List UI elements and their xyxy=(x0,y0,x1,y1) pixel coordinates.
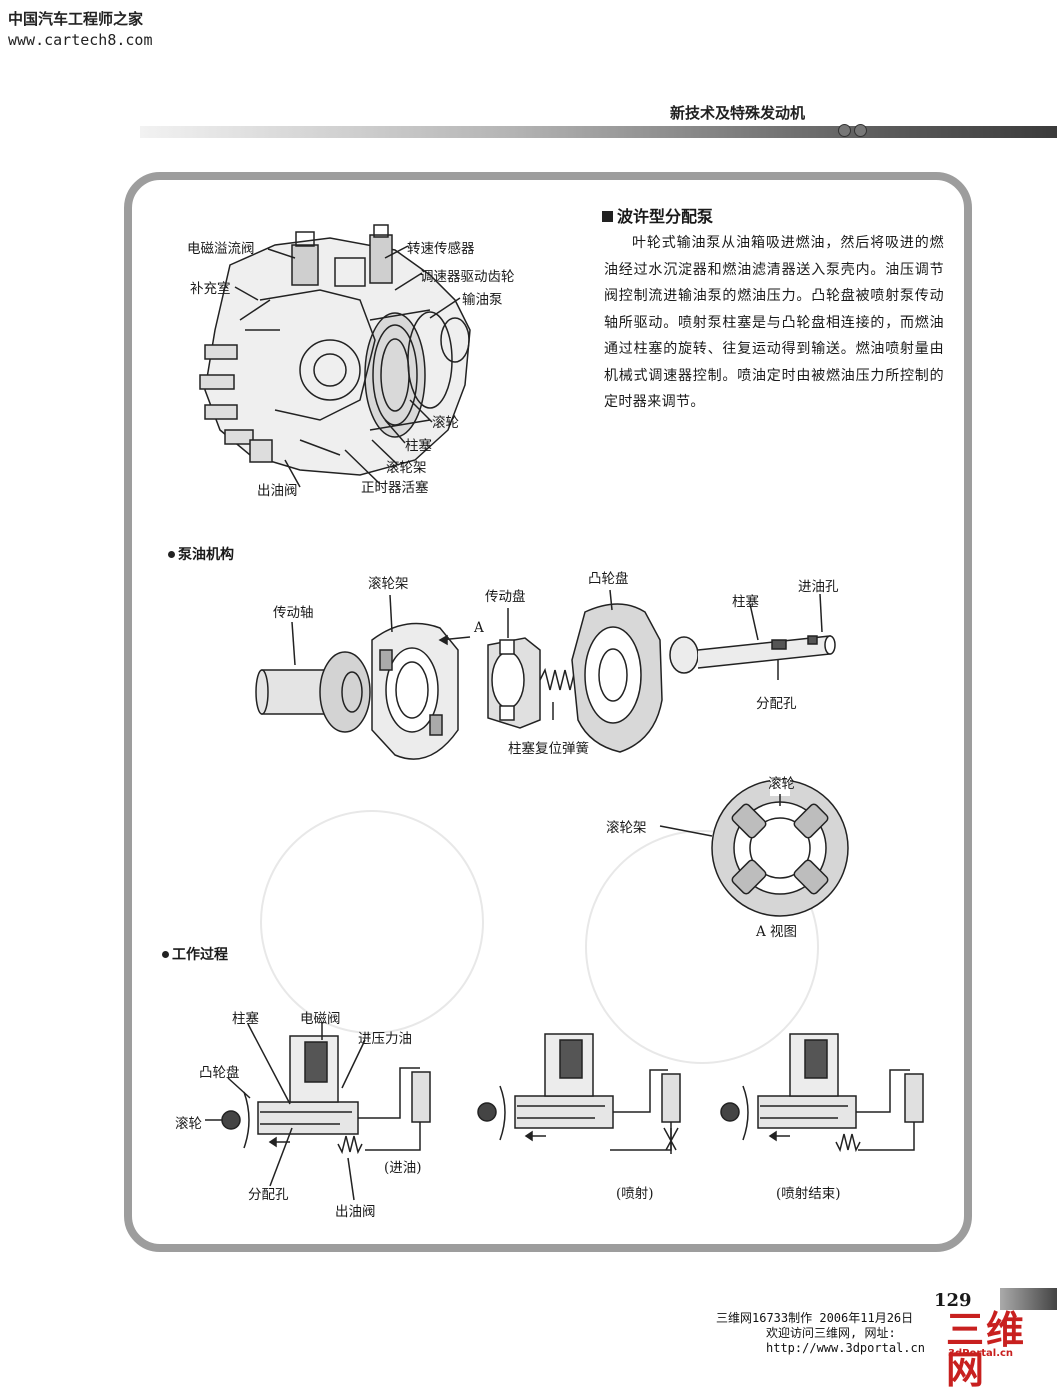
label-roller-holder: 滚轮架 xyxy=(386,460,427,476)
label-speed-sensor: 转速传感器 xyxy=(407,241,475,257)
section-title: 新技术及特殊发动机 xyxy=(670,104,806,122)
label-feed-pump: 输油泵 xyxy=(462,292,503,308)
label-distribution-port: 分配孔 xyxy=(248,1187,289,1203)
header-rule xyxy=(140,126,1057,138)
pumping-mechanism-diagram xyxy=(255,589,836,760)
watermark-site-title: 中国汽车工程师之家 xyxy=(8,10,144,28)
label-view-roller: 滚轮 xyxy=(768,776,795,792)
stage-end-diagram xyxy=(720,1033,924,1153)
bullet-dot-icon xyxy=(162,951,169,958)
label-plunger: 柱塞 xyxy=(732,594,759,610)
footer-credit-line1: 三维网16733制作 2006年11月26日 xyxy=(716,1311,914,1325)
label-inlet-port: 进油孔 xyxy=(798,579,839,595)
label-roller: 滚轮 xyxy=(175,1116,202,1132)
square-bullet-icon xyxy=(602,211,613,222)
pumping-title: 泵油机构 xyxy=(168,544,234,564)
label-stage-end: (喷射结束) xyxy=(776,1186,841,1202)
label-compensation-chamber: 补充室 xyxy=(190,281,231,297)
label-distribution-port: 分配孔 xyxy=(756,696,797,712)
3dportal-logo[interactable]: 三维网 3dPortal.cn xyxy=(946,1310,1057,1390)
label-cam-disc: 凸轮盘 xyxy=(588,571,629,587)
label-solenoid-valve: 电磁阀 xyxy=(300,1011,341,1027)
watermark-site-url: www.cartech8.com xyxy=(8,31,153,49)
page-tab-decoration xyxy=(1000,1288,1057,1310)
working-process-diagrams xyxy=(205,1022,924,1201)
label-roller-holder: 滚轮架 xyxy=(368,576,409,592)
label-drive-disc: 传动盘 xyxy=(485,589,526,605)
ghost-figure-left xyxy=(260,810,484,1034)
label-view-holder: 滚轮架 xyxy=(606,820,647,836)
a-view-diagram xyxy=(659,779,849,917)
stage-intake-diagram xyxy=(205,1022,431,1201)
label-delivery-valve: 出油阀 xyxy=(257,483,298,499)
footer-credit-line3: http://www.3dportal.cn xyxy=(766,1341,925,1355)
ghost-figure-right xyxy=(585,830,819,1064)
box-title: 波许型分配泵 xyxy=(602,203,713,227)
footer-credit: 三维网16733制作 2006年11月26日 欢迎访问三维网, 网址: http… xyxy=(716,1311,925,1356)
label-pressurized-oil: 进压力油 xyxy=(358,1031,412,1047)
label-drive-shaft: 传动轴 xyxy=(273,605,314,621)
label-plunger-spring: 柱塞复位弹簧 xyxy=(508,741,589,757)
label-plunger: 柱塞 xyxy=(232,1011,259,1027)
logo-subtext: 3dPortal.cn xyxy=(948,1348,1014,1359)
page-number: 129 xyxy=(934,1290,972,1311)
stage-injection-diagram xyxy=(477,1033,681,1154)
header-bubbles xyxy=(838,122,870,141)
footer-credit-line2: 欢迎访问三维网, 网址: xyxy=(766,1326,896,1340)
label-timer-piston: 正时器活塞 xyxy=(361,480,429,496)
working-title: 工作过程 xyxy=(162,944,228,964)
pump-illustration xyxy=(199,224,471,488)
label-arrow-a: A xyxy=(474,620,484,636)
bullet-dot-icon xyxy=(168,551,175,558)
label-roller: 滚轮 xyxy=(432,415,459,431)
label-delivery-valve: 出油阀 xyxy=(335,1204,376,1220)
label-governor-gear: 调速器驱动齿轮 xyxy=(420,269,515,285)
intro-text: 叶轮式输油泵从油箱吸进燃油，然后将吸进的燃油经过水沉淀器和燃油滤清器送入泵壳内。… xyxy=(604,235,944,410)
label-solenoid-overflow-valve: 电磁溢流阀 xyxy=(187,241,255,257)
label-view-caption: A 视图 xyxy=(756,924,798,940)
label-plunger: 柱塞 xyxy=(405,438,432,454)
label-stage-intake: (进油) xyxy=(384,1160,422,1176)
label-stage-injection: (喷射) xyxy=(616,1186,654,1202)
label-cam-disc: 凸轮盘 xyxy=(199,1065,240,1081)
